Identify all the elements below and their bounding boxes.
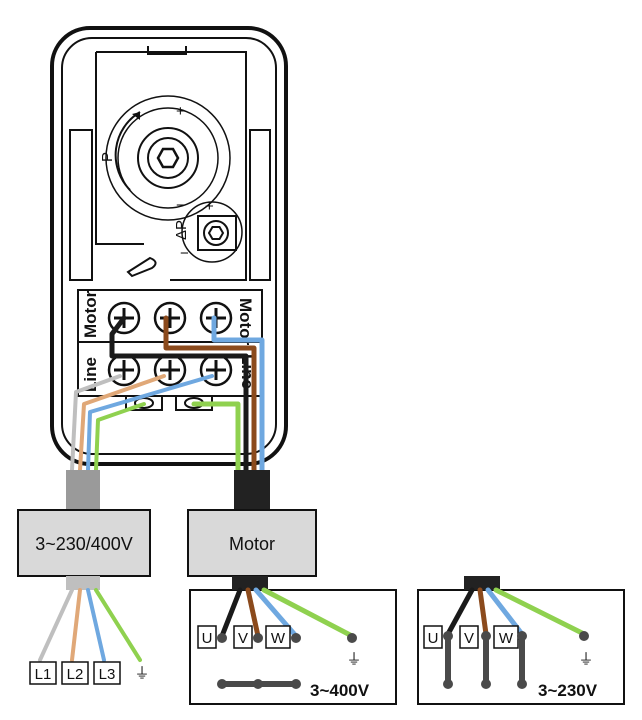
hex-nut-icon (156, 147, 180, 169)
motor-row-label-right: Motor (236, 298, 255, 346)
mechanism-left-rail (69, 129, 93, 281)
delta-node (443, 631, 453, 641)
knob-track (117, 107, 219, 209)
supply-earth-icon: ⏚ (134, 664, 149, 682)
grey-wire (70, 374, 122, 472)
l2-lead (70, 588, 82, 662)
delta-node (443, 679, 453, 689)
pressure-switch: + − P + − ΔP Motor Motor Line Line (50, 26, 288, 466)
supply-terminal-labels: L1 L2 L3 ⏚ (29, 661, 150, 685)
u-label: U (202, 630, 213, 647)
blue-wire (211, 315, 265, 475)
mechanism-frame (95, 51, 247, 281)
bridge-node (253, 679, 263, 689)
diff-ring (181, 201, 243, 263)
voltage-230-label: 3~230V (538, 681, 598, 700)
pressure-plus: + (176, 103, 185, 120)
bridge-node (291, 679, 301, 689)
w-label-box (265, 625, 291, 649)
pe-lead (94, 588, 142, 662)
line-terminal-screws (107, 353, 233, 387)
w-terminal (291, 633, 301, 643)
v-label-box-230 (459, 625, 479, 649)
diff-label: ΔP (173, 220, 190, 240)
l1-lead (38, 588, 74, 662)
lever-icon (126, 256, 157, 278)
u-terminal (217, 633, 227, 643)
delta-node (517, 631, 527, 641)
pe-motor-lead-230 (493, 587, 587, 637)
delta-node (481, 631, 491, 641)
u-lead-230 (445, 587, 475, 637)
housing-clip (147, 46, 187, 55)
diff-plus: + (205, 198, 214, 215)
bridge-node (217, 679, 227, 689)
terminal-screw[interactable] (153, 353, 187, 387)
connection-400v-panel: U V W ⏚ 3~400V (189, 576, 397, 705)
motor-row-label: Motor (81, 290, 100, 338)
supply-lead-sleeve (66, 576, 100, 590)
v-label-230: V (464, 630, 474, 647)
motor-box-label: Motor (229, 534, 275, 554)
mechanism-right-rail (249, 129, 271, 281)
w-label-230: W (499, 630, 514, 647)
black-wire (109, 315, 249, 475)
motor-cable-sleeve-400 (232, 576, 268, 590)
earth-icon-400: ⏚ (346, 650, 361, 668)
switch-wiring (66, 315, 270, 510)
pressure-adjust-knob[interactable]: + − P (99, 95, 231, 221)
w-label: W (271, 630, 286, 647)
terminal-screw[interactable] (199, 353, 233, 387)
l2-label-box (61, 661, 89, 685)
pe-terminal-230 (579, 631, 589, 641)
motor-cable-sleeve-230 (464, 576, 500, 590)
l3-lead (86, 588, 106, 662)
l3-label-box (93, 661, 121, 685)
v-label-box (233, 625, 253, 649)
arrow-head-icon (132, 112, 140, 120)
brown-wire (163, 315, 257, 475)
diff-hex-nut-icon (207, 226, 225, 240)
motor-cable-sleeve (234, 470, 270, 510)
tan-wire (78, 374, 166, 472)
l1-label: L1 (35, 666, 52, 683)
blue-line-wire (86, 374, 214, 472)
u-label-box-230 (423, 625, 443, 649)
supply-box: 3~230/400V (17, 509, 151, 577)
earth-icon-230: ⏚ (578, 650, 593, 668)
differential-adjust[interactable]: + − ΔP (173, 198, 243, 263)
v-lead (245, 587, 261, 639)
supply-box-label: 3~230/400V (35, 534, 133, 554)
adjust-arrow-icon (114, 111, 141, 191)
connection-230v-panel: U V W ⏚ 3~230V (417, 576, 625, 705)
u-label-230: U (428, 630, 439, 647)
pe-terminal (347, 633, 357, 643)
v-terminal (253, 633, 263, 643)
l2-label: L2 (67, 666, 84, 683)
pressure-minus: − (176, 197, 185, 214)
u-lead (219, 587, 243, 639)
l1-label-box (29, 661, 57, 685)
green-wire (191, 401, 241, 475)
pressure-label: P (99, 152, 116, 162)
delta-node (517, 679, 527, 689)
diff-minus: − (180, 245, 189, 262)
l3-label: L3 (99, 666, 116, 683)
supply-cable-sleeve (66, 470, 100, 510)
pe-motor-lead (261, 587, 355, 639)
v-lead-230 (477, 587, 489, 637)
voltage-400-label: 3~400V (310, 681, 370, 700)
v-label: V (238, 630, 248, 647)
terminal-screw[interactable] (107, 353, 141, 387)
delta-node (481, 679, 491, 689)
supply-leads (38, 576, 142, 662)
green-line-wire (94, 402, 146, 472)
motor-box: Motor (187, 509, 317, 577)
u-label-box (197, 625, 217, 649)
terminal-screw[interactable] (153, 301, 187, 335)
